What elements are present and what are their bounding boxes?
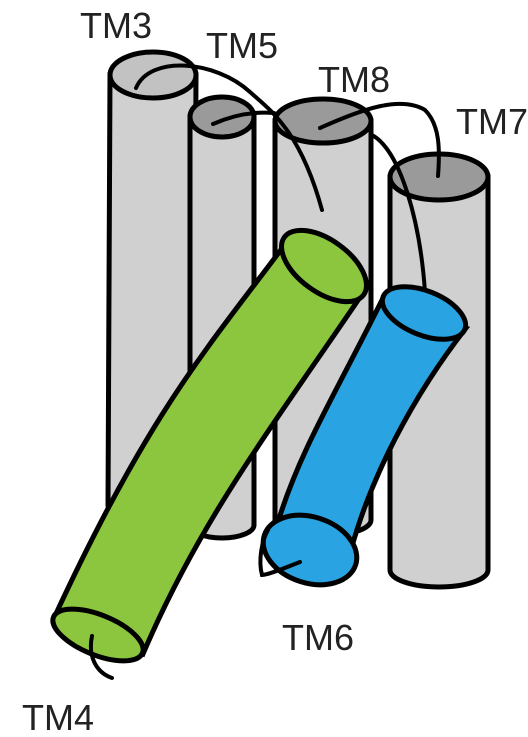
label-tm3: TM3 xyxy=(80,5,152,46)
label-tm5: TM5 xyxy=(206,25,278,66)
helix-tm3-top xyxy=(110,52,196,98)
label-tm8: TM8 xyxy=(318,59,390,100)
helix-tm5-top xyxy=(190,97,254,137)
label-tm4: TM4 xyxy=(22,697,94,737)
label-tm6: TM6 xyxy=(282,617,354,658)
label-tm7: TM7 xyxy=(456,101,528,142)
